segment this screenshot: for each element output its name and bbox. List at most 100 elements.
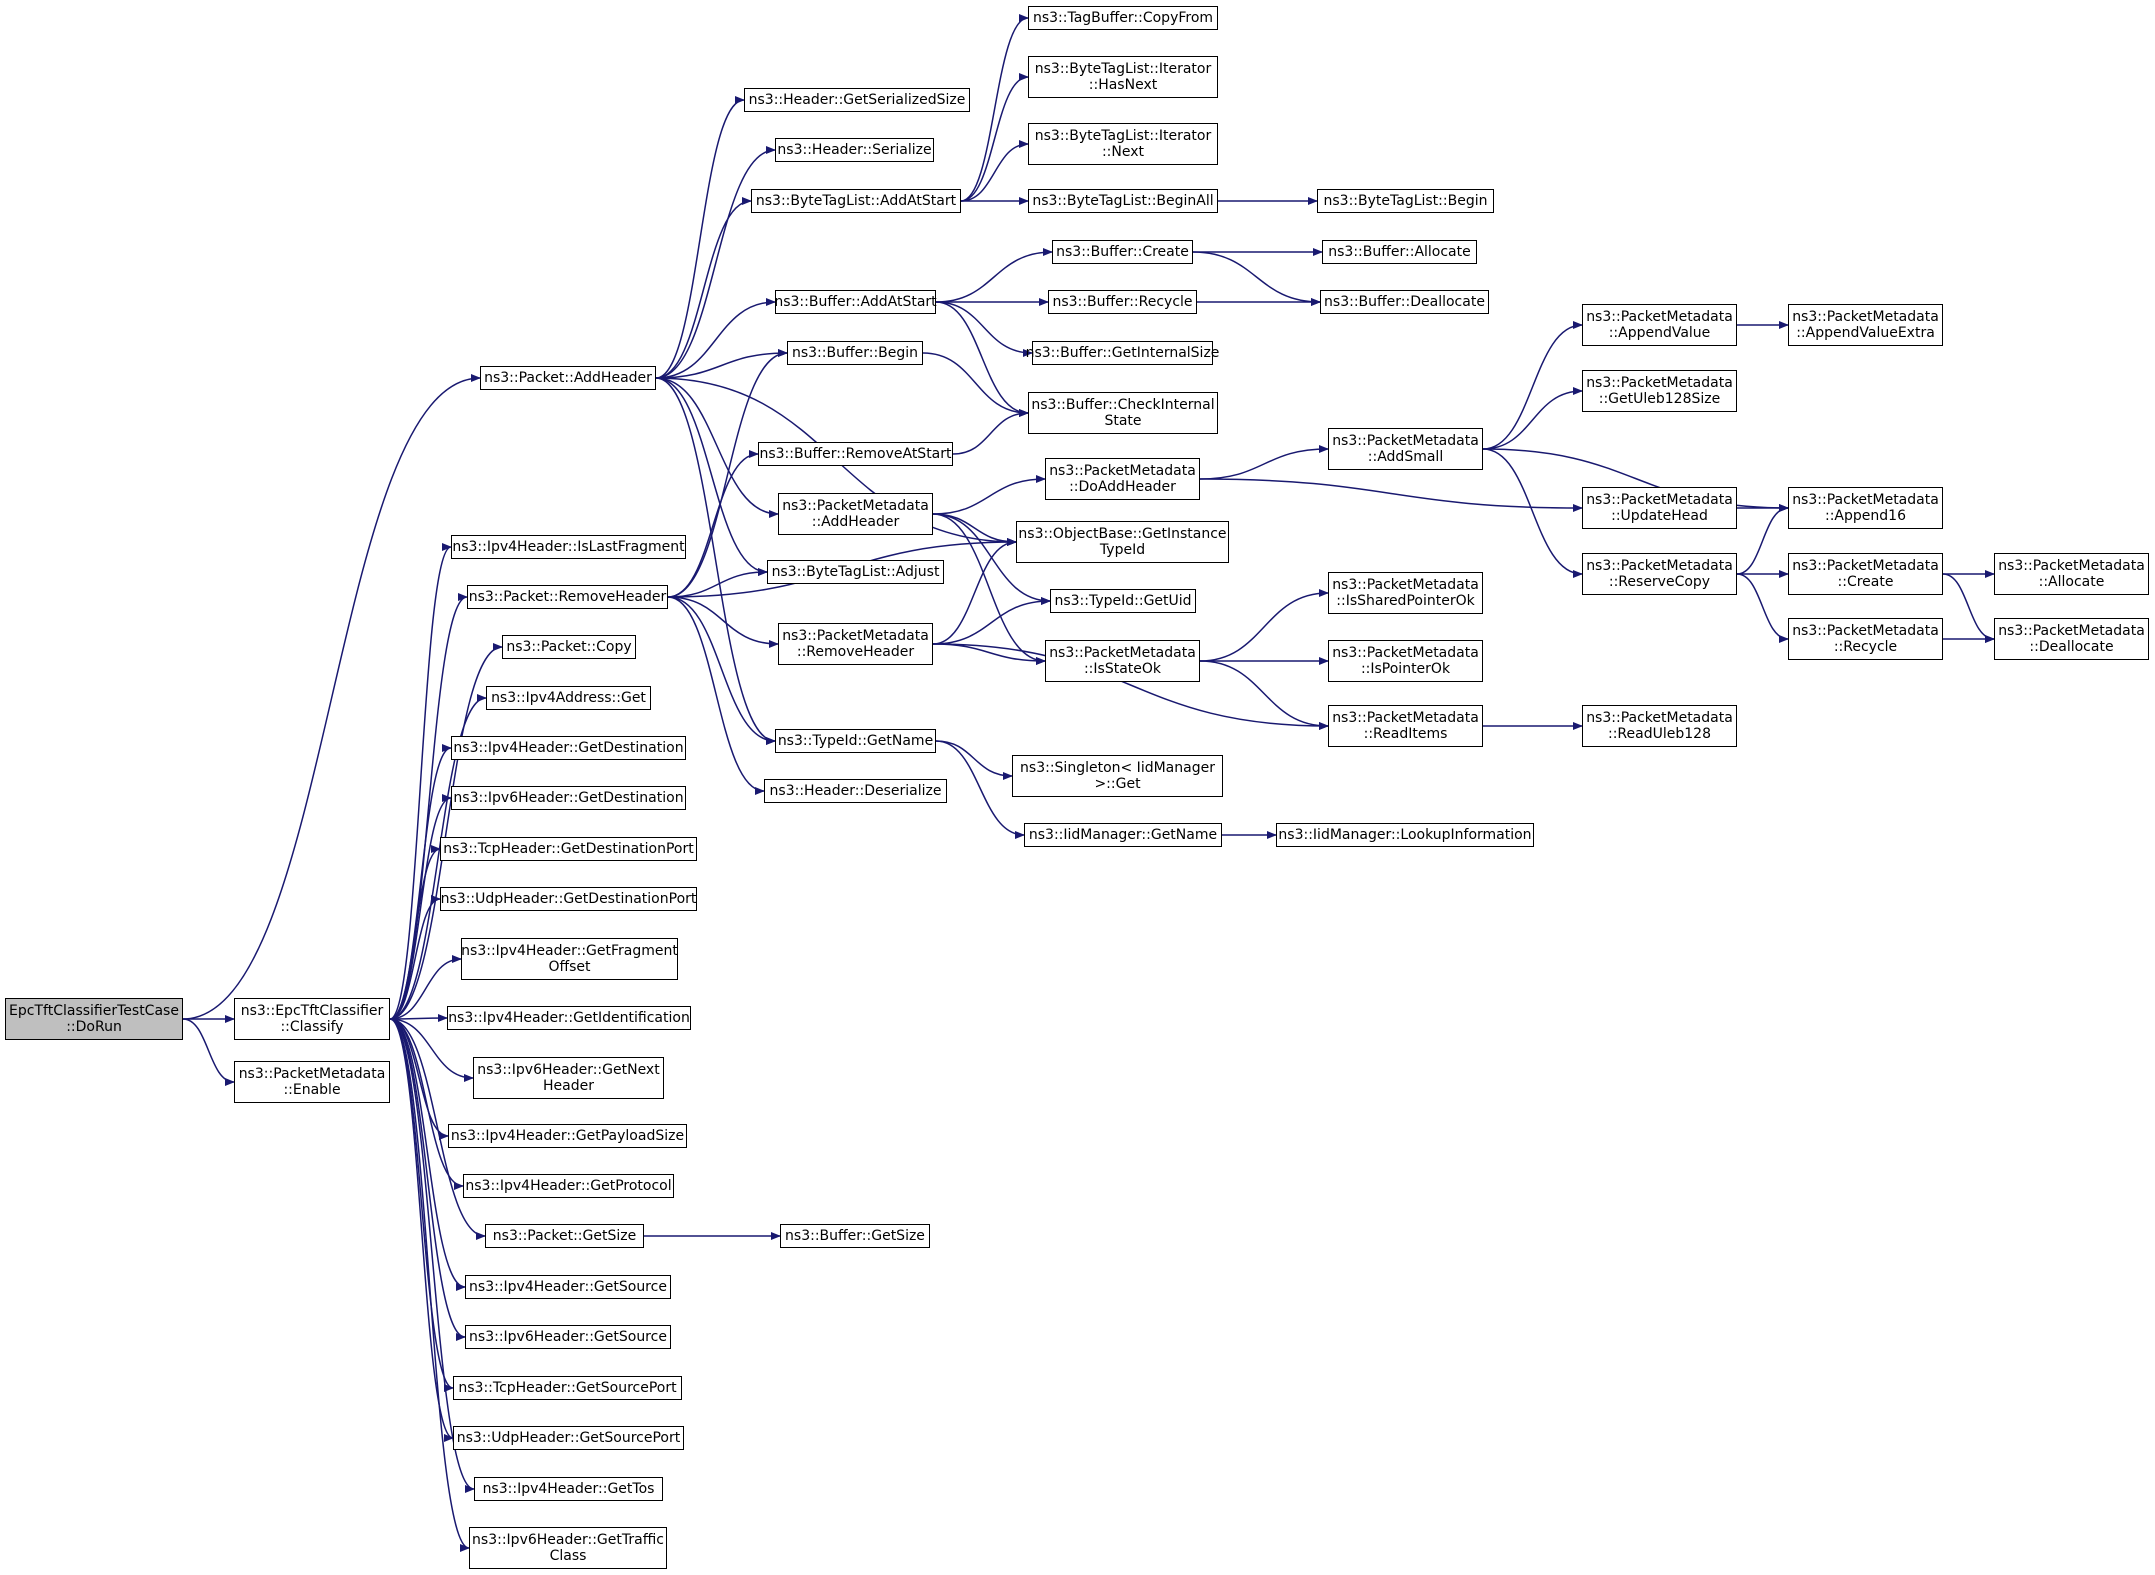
node-removeheader[interactable]: ns3::Packet::RemoveHeader <box>467 585 668 609</box>
node-tcp_getsrcport[interactable]: ns3::TcpHeader::GetSourcePort <box>453 1376 682 1400</box>
node-ipv4addr_get[interactable]: ns3::Ipv4Address::Get <box>486 686 651 710</box>
node-typeid_getuid[interactable]: ns3::TypeId::GetUid <box>1050 589 1196 613</box>
node-label-line: TypeId <box>1099 542 1146 558</box>
node-label-line: ns3::PacketMetadata <box>782 628 929 644</box>
node-label-line: ::AppendValue <box>1608 325 1711 341</box>
node-hdr_getser[interactable]: ns3::Header::GetSerializedSize <box>744 88 970 112</box>
node-pm_issharedptrok[interactable]: ns3::PacketMetadata::IsSharedPointerOk <box>1328 572 1483 614</box>
node-tcp_getdestport[interactable]: ns3::TcpHeader::GetDestinationPort <box>440 837 697 861</box>
node-label-line: ns3::Header::Serialize <box>777 142 932 158</box>
node-label-line: ns3::PacketMetadata <box>1049 463 1196 479</box>
node-label-line: ns3::Packet::GetSize <box>492 1228 637 1244</box>
node-label-line: ns3::EpcTftClassifier <box>240 1003 384 1019</box>
node-pm_appendvalue[interactable]: ns3::PacketMetadata::AppendValue <box>1582 304 1737 346</box>
call-edge-btl_addatstart-to-btl_it_next <box>960 140 1029 202</box>
node-label-line: ns3::Ipv6Header::GetNext <box>477 1062 660 1078</box>
node-pm_getuleb[interactable]: ns3::PacketMetadata::GetUleb128Size <box>1582 370 1737 412</box>
call-edge-removeheader-to-btl_adjust <box>667 568 768 598</box>
node-hdr_deserialize[interactable]: ns3::Header::Deserialize <box>764 779 947 803</box>
node-label-line: Header <box>543 1078 594 1094</box>
node-btl_it_next[interactable]: ns3::ByteTagList::Iterator::Next <box>1028 123 1218 165</box>
node-label-line: ns3::ByteTagList::Iterator <box>1034 61 1212 77</box>
call-edge-pm_addsmall-to-pm_reservecopy <box>1482 448 1583 578</box>
call-edge-pm_addheader-to-ob_getinstance <box>932 513 1017 546</box>
call-edge-typeid_getname-to-iid_getname <box>935 740 1025 839</box>
node-label-line: ns3::PacketMetadata <box>1586 492 1733 508</box>
node-btl_beginall[interactable]: ns3::ByteTagList::BeginAll <box>1028 189 1218 213</box>
node-buf_addatstart[interactable]: ns3::Buffer::AddAtStart <box>774 290 937 314</box>
node-addheader[interactable]: ns3::Packet::AddHeader <box>480 366 656 390</box>
node-pm_create[interactable]: ns3::PacketMetadata::Create <box>1788 553 1943 595</box>
node-tagbuf_copyfrom[interactable]: ns3::TagBuffer::CopyFrom <box>1028 6 1218 30</box>
node-pm_readuleb[interactable]: ns3::PacketMetadata::ReadUleb128 <box>1582 705 1737 747</box>
node-pm_appendvalueextra[interactable]: ns3::PacketMetadata::AppendValueExtra <box>1788 304 1943 346</box>
node-iid_lookup[interactable]: ns3::IidManager::LookupInformation <box>1276 823 1534 847</box>
node-btl_addatstart[interactable]: ns3::ByteTagList::AddAtStart <box>751 189 961 213</box>
node-pm_isptrok[interactable]: ns3::PacketMetadata::IsPointerOk <box>1328 640 1483 682</box>
call-edge-classify-to-ipv6_gettraffic <box>389 1018 470 1552</box>
node-label-line: ns3::PacketMetadata <box>1332 645 1479 661</box>
node-ipv4_getproto[interactable]: ns3::Ipv4Header::GetProtocol <box>463 1174 674 1198</box>
node-pm_deallocate[interactable]: ns3::PacketMetadata::Deallocate <box>1994 618 2149 660</box>
node-pm_addheader[interactable]: ns3::PacketMetadata::AddHeader <box>778 493 933 535</box>
node-btl_begin[interactable]: ns3::ByteTagList::Begin <box>1317 189 1494 213</box>
node-label-line: ns3::Buffer::RemoveAtStart <box>759 446 952 462</box>
node-btl_it_hasnext[interactable]: ns3::ByteTagList::Iterator::HasNext <box>1028 56 1218 98</box>
call-edge-classify-to-ipv6_getsource <box>389 1018 466 1341</box>
node-ipv4_getident[interactable]: ns3::Ipv4Header::GetIdentification <box>447 1006 691 1030</box>
node-pm_enable[interactable]: ns3::PacketMetadata::Enable <box>234 1061 390 1103</box>
node-dorun: EpcTftClassifierTestCase::DoRun <box>5 998 183 1040</box>
node-label-line: ns3::Ipv4Header::GetIdentification <box>448 1010 690 1026</box>
node-buf_begin[interactable]: ns3::Buffer::Begin <box>787 341 923 365</box>
node-classify[interactable]: ns3::EpcTftClassifier::Classify <box>234 998 390 1040</box>
node-pm_isstateok[interactable]: ns3::PacketMetadata::IsStateOk <box>1045 640 1200 682</box>
node-ipv6_getsource[interactable]: ns3::Ipv6Header::GetSource <box>465 1325 671 1349</box>
node-buf_allocate[interactable]: ns3::Buffer::Allocate <box>1322 240 1477 264</box>
node-pm_doaddheader[interactable]: ns3::PacketMetadata::DoAddHeader <box>1045 458 1200 500</box>
node-label-line: ::AppendValueExtra <box>1796 325 1935 341</box>
node-ipv6_getdest[interactable]: ns3::Ipv6Header::GetDestination <box>451 786 686 810</box>
node-pm_recycle[interactable]: ns3::PacketMetadata::Recycle <box>1788 618 1943 660</box>
node-ipv4_getpayload[interactable]: ns3::Ipv4Header::GetPayloadSize <box>448 1124 687 1148</box>
node-pm_allocate[interactable]: ns3::PacketMetadata::Allocate <box>1994 553 2149 595</box>
node-label-line: ::Recycle <box>1833 639 1898 655</box>
node-buffer_getsize[interactable]: ns3::Buffer::GetSize <box>780 1224 930 1248</box>
node-pm_addsmall[interactable]: ns3::PacketMetadata::AddSmall <box>1328 428 1483 470</box>
node-pm_readitems[interactable]: ns3::PacketMetadata::ReadItems <box>1328 705 1483 747</box>
node-pm_updatehead[interactable]: ns3::PacketMetadata::UpdateHead <box>1582 487 1737 529</box>
node-pm_reservecopy[interactable]: ns3::PacketMetadata::ReserveCopy <box>1582 553 1737 595</box>
node-iid_getname[interactable]: ns3::IidManager::GetName <box>1024 823 1222 847</box>
node-buf_deallocate[interactable]: ns3::Buffer::Deallocate <box>1320 290 1489 314</box>
call-edge-pm_isstateok-to-pm_issharedptrok <box>1199 589 1329 662</box>
node-buf_create[interactable]: ns3::Buffer::Create <box>1052 240 1193 264</box>
node-label-line: ns3::Ipv6Header::GetDestination <box>453 790 684 806</box>
node-copy[interactable]: ns3::Packet::Copy <box>502 635 636 659</box>
node-udp_getsrcport[interactable]: ns3::UdpHeader::GetSourcePort <box>453 1426 684 1450</box>
node-udp_getdestport[interactable]: ns3::UdpHeader::GetDestinationPort <box>440 887 697 911</box>
node-ipv4_getdest[interactable]: ns3::Ipv4Header::GetDestination <box>451 736 686 760</box>
node-pm_append16[interactable]: ns3::PacketMetadata::Append16 <box>1788 487 1943 529</box>
node-typeid_getname[interactable]: ns3::TypeId::GetName <box>775 729 936 753</box>
node-label-line: ns3::PacketMetadata <box>1998 623 2145 639</box>
node-pm_removeheader[interactable]: ns3::PacketMetadata::RemoveHeader <box>778 623 933 665</box>
call-edge-classify-to-copy <box>389 643 503 1020</box>
node-packet_getsize[interactable]: ns3::Packet::GetSize <box>485 1224 644 1248</box>
node-buf_removeatstart[interactable]: ns3::Buffer::RemoveAtStart <box>758 442 953 466</box>
node-hdr_serialize[interactable]: ns3::Header::Serialize <box>775 138 934 162</box>
node-ipv4_gettos[interactable]: ns3::Ipv4Header::GetTos <box>474 1477 663 1501</box>
call-edge-classify-to-ipv6_getnexthdr <box>389 1018 474 1082</box>
node-ipv4_getsource[interactable]: ns3::Ipv4Header::GetSource <box>465 1275 671 1299</box>
node-label-line: ::ReserveCopy <box>1608 574 1711 590</box>
node-buf_recycle[interactable]: ns3::Buffer::Recycle <box>1048 290 1197 314</box>
node-btl_adjust[interactable]: ns3::ByteTagList::Adjust <box>767 560 944 584</box>
node-label-line: ::Classify <box>280 1019 344 1035</box>
node-label-line: ns3::Buffer::Deallocate <box>1324 294 1485 310</box>
node-singleton_get[interactable]: ns3::Singleton< IidManager>::Get <box>1012 755 1223 797</box>
node-buf_getinternal[interactable]: ns3::Buffer::GetInternalSize <box>1026 341 1219 365</box>
node-islastfrag[interactable]: ns3::Ipv4Header::IsLastFragment <box>451 535 686 559</box>
